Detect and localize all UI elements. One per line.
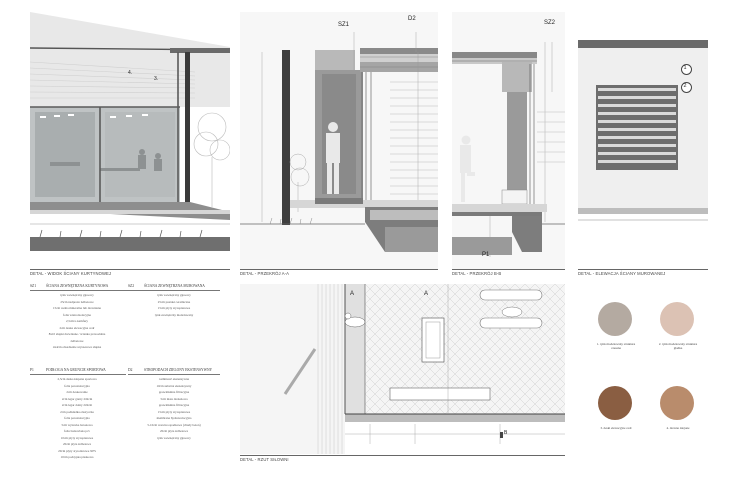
spec-sz1-item: 2,5cm/o kamfury <box>66 319 88 323</box>
marker-1: 1 <box>683 64 687 71</box>
marker-4: 4. <box>128 70 133 76</box>
spec-p1-title: PODŁOGA NA GRUNCIE SPORTOWA <box>46 368 106 372</box>
spec-p1-item: 20cm płyty styrodurowe XPS <box>58 448 96 453</box>
spec-sz1-item: 15cm wełna mineralna lub drewniana <box>53 306 101 310</box>
spec-p1-item: 2cm podkładka elastyczna <box>60 409 94 414</box>
spec-d2-item: roślinność ekstensywna <box>158 377 190 381</box>
section-a-a-drawing <box>240 12 438 270</box>
material-label: 3. deski elewacyjne cedr <box>600 426 632 430</box>
marker-d2: D2 <box>408 16 416 22</box>
spec-p1-item: 2,5cm deska klepana sportowa <box>57 377 97 381</box>
spec-p1-rule <box>30 374 126 375</box>
caption-rule-3 <box>452 269 565 270</box>
caption-rule-2 <box>240 269 438 270</box>
material-swatch <box>598 302 632 336</box>
spec-sz1-item: tynk wewnętrzny gipsowy <box>60 293 94 297</box>
section-b-b-drawing <box>452 12 565 270</box>
spec-d2-item: tynk wewnętrzny gipsowy <box>157 435 191 440</box>
spec-sz1-item: folia wiatroizolacyjna <box>63 312 91 317</box>
marker-3: 3. <box>154 76 159 82</box>
spec-sz1-item: żelbetowe <box>70 338 84 343</box>
spec-p1-item: 2cm deskowanie <box>66 390 88 394</box>
spec-sz2-code: SZ2 <box>128 284 134 288</box>
spec-d2-title: STROPODACH ZIELONY EKSTENSYWNY <box>144 368 213 372</box>
marker-2-circle <box>681 82 692 93</box>
marker-a-left: A <box>350 291 355 297</box>
material-swatch <box>660 386 694 420</box>
marker-p1: P1 <box>482 252 490 258</box>
section-a-a: SZ1 D2 <box>240 12 438 270</box>
spec-sz2-item: tynk wewnętrzny gipsowy <box>157 293 191 297</box>
spec-d2-rule <box>128 374 220 375</box>
spec-d2-item: 10cm substrat ekstensywny <box>156 383 192 388</box>
spec-p1-item: 5cm wylewka betonowa <box>61 422 93 427</box>
spec-sz2-rule <box>128 290 220 291</box>
spec-p1-item: folia paroizolacyjna <box>64 383 90 388</box>
spec-d2-item: geowłóknina filtracyjna <box>158 390 190 394</box>
caption-masonry-elevation: DETAL - ELEWACJA ŚCIANY MUROWANEJ <box>578 271 666 276</box>
curtain-wall-view: 4. 3. <box>30 12 230 270</box>
masonry-elevation-drawing <box>578 40 708 221</box>
spec-sz1-item: 25cm nadproże żelbetowe <box>60 299 94 304</box>
spec-sz2-item: 15cm płyty styropianowe <box>157 306 191 310</box>
spec-p1-code: P1 <box>30 368 34 372</box>
caption-rule-4 <box>578 269 708 270</box>
caption-section-a: DETAL - PRZEKRÓJ A-A <box>240 271 290 276</box>
spec-p1-item: 20cm płyta żelbetowa <box>63 442 91 446</box>
caption-rule-1 <box>30 269 230 270</box>
marker-sz1: SZ1 <box>338 22 350 28</box>
spec-d2-item: 5cm mata drenażowa <box>160 396 188 401</box>
spec-d2-item: 20cm płyta żelbetowa <box>160 429 188 433</box>
material-label: 4. drewno klejone <box>666 426 690 430</box>
spec-sz1-rule <box>30 290 130 291</box>
spec-sz2-item: tynk zewnętrzny modelowany <box>154 312 194 317</box>
marker-b: B <box>504 430 508 436</box>
material-swatch <box>598 386 632 420</box>
spec-sz1-item: 8x10 słupki drewniane / ścianka prawożal… <box>48 332 106 336</box>
spec-d2-item: geowłóknina filtracyjna <box>158 403 190 407</box>
marker-1-circle <box>681 64 692 75</box>
curtain-wall-drawing <box>30 12 230 251</box>
material-swatch <box>660 302 694 336</box>
spec-p1-item: 2cm legar górny 2x9cm <box>61 396 93 401</box>
marker-sz2: SZ2 <box>544 20 556 26</box>
caption-gym-plan: DETAL - RZUT SIŁOWNI <box>240 457 289 462</box>
marker-a-right: A <box>424 291 429 297</box>
spec-sz1-item: 2cm deska elewacyjna cedr <box>59 325 95 330</box>
masonry-elevation: 1 2 <box>578 40 708 270</box>
spec-d2-item: membrana hydroizolacyjna <box>156 416 192 420</box>
spec-p1-item: folia budowlana pcv <box>63 429 91 433</box>
marker-2: 2 <box>683 82 687 89</box>
spec-d2-item: 15cm płyty styropianowe <box>157 409 191 414</box>
material-label: 1. tynk modelowany struktura czesana <box>596 342 636 350</box>
spec-p1-item: 10cm podsypka piaskowa <box>60 455 94 459</box>
caption-rule-5 <box>240 455 565 456</box>
spec-sz1-title: ŚCIANA ZEWNĘTRZNA KURTYNOWA <box>46 284 109 288</box>
gym-plan-drawing <box>240 284 565 454</box>
caption-section-b: DETAL - PRZEKRÓJ B-B <box>452 271 502 276</box>
spec-d2-item: 5-10cm warstwa spadkowa (chudy beton) <box>147 422 201 427</box>
spec-p1-item: 10cm płyty styropianowe <box>60 435 94 440</box>
material-label: 2. tynk modelowany struktura gładka <box>658 342 698 350</box>
spec-sz2-item: 25cm pustaki ceramiczne <box>157 299 191 304</box>
section-b-b: SZ2 P1 <box>452 12 565 270</box>
spec-p1-item: folia paroizolacyjna <box>64 416 90 420</box>
spec-p1-item: 2cm legar dolny 2x9cm <box>61 403 93 407</box>
spec-d2-code: D2 <box>128 368 133 372</box>
caption-curtain-wall: DETAL - WIDOK ŚCIANY KURTYNOWEJ <box>30 271 112 276</box>
spec-sz1-code: SZ1 <box>30 284 36 288</box>
spec-sz2-title: ŚCIANA ZEWNĘTRZNA MUROWANA <box>144 284 205 288</box>
gym-plan: A A B <box>240 284 565 454</box>
spec-sz1-item: 4x4cm obsadzenie szyszerowe słupka <box>52 345 102 349</box>
